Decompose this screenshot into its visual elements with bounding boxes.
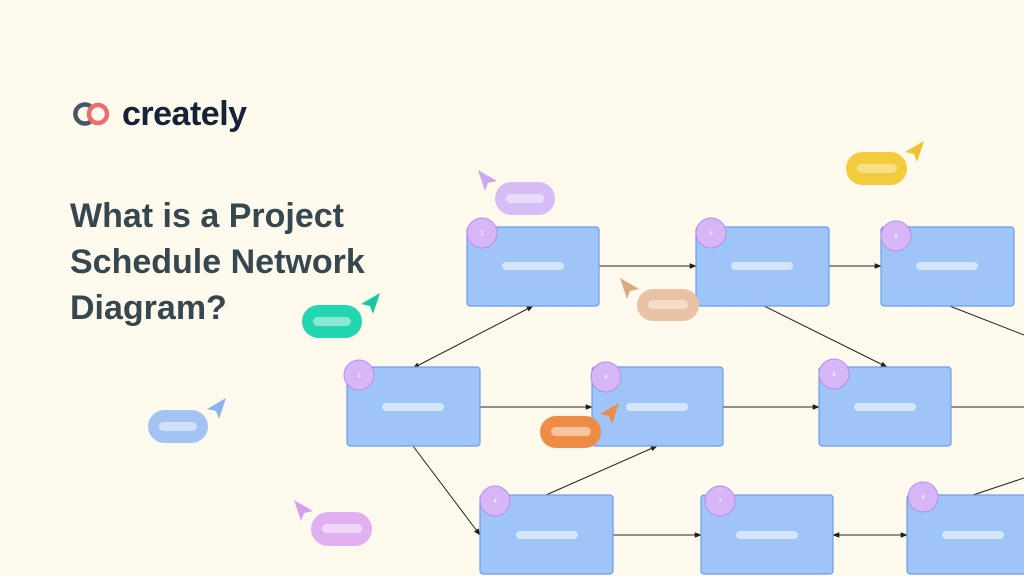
node-badge-number: 1 <box>357 373 361 379</box>
task-node-6[interactable]: 6 <box>818 358 952 447</box>
node-badge <box>704 485 736 517</box>
node-badge <box>818 358 850 390</box>
task-node-1[interactable]: 1 <box>343 359 481 447</box>
page-title-line-1: What is a Project <box>70 197 344 235</box>
node-label-placeholder <box>382 403 444 411</box>
cursor-peach <box>620 278 699 321</box>
node-badge-number: 9 <box>894 234 898 240</box>
cursor-pointer-icon <box>600 403 619 424</box>
node-label-placeholder <box>736 531 798 539</box>
node-label-placeholder <box>942 531 1004 539</box>
node-badge <box>466 217 498 249</box>
cursor-orange <box>540 403 619 448</box>
page-title-line-3: Diagram? <box>70 289 227 327</box>
task-node-2[interactable]: 2 <box>466 217 600 307</box>
cursor-teal <box>302 293 380 338</box>
node-badge <box>343 359 375 391</box>
node-label-placeholder <box>626 403 688 411</box>
cursor-pointer-icon <box>294 500 313 521</box>
brand-logo[interactable]: creately <box>70 96 247 132</box>
diagram-nodes: 1 2 4 4 5 <box>343 217 1024 575</box>
task-node-9[interactable]: 9 <box>880 220 1015 307</box>
node-badge <box>695 217 727 249</box>
task-node-3[interactable]: 4 <box>590 361 724 447</box>
cursor-pointer-icon <box>620 278 639 299</box>
creately-logo-icon <box>73 102 110 126</box>
node-badge-number: 4 <box>493 499 497 505</box>
page-title: What is a Project Schedule Network Diagr… <box>70 193 430 331</box>
cursor-pointer-icon <box>905 141 924 162</box>
cursor-lavender <box>478 170 555 215</box>
task-node-5[interactable]: 5 <box>695 217 830 307</box>
cursor-yellow <box>846 141 924 185</box>
task-node-4[interactable]: 4 <box>479 485 614 575</box>
task-node-7[interactable]: 7 <box>700 485 834 575</box>
node-badge-number: 6 <box>832 372 836 378</box>
node-badge-number: 8 <box>921 495 925 501</box>
edge-4-to-3[interactable] <box>545 445 658 496</box>
collaborator-cursors <box>148 141 924 546</box>
cursor-blue <box>148 398 226 443</box>
node-label-placeholder <box>916 262 978 270</box>
edge-2-to-1[interactable] <box>412 305 534 369</box>
node-badge <box>880 220 912 252</box>
node-badge <box>479 485 511 517</box>
node-badge-number: 7 <box>718 499 722 505</box>
node-badge <box>590 361 622 393</box>
node-badge-number: 5 <box>709 231 713 237</box>
node-label-placeholder <box>516 531 578 539</box>
task-node-8[interactable]: 8 <box>906 481 1024 575</box>
cursor-violet <box>294 500 372 546</box>
node-label-placeholder <box>854 403 916 411</box>
brand-name: creately <box>122 95 247 133</box>
page-title-line-2: Schedule Network <box>70 243 365 281</box>
node-badge <box>907 481 939 513</box>
node-label-placeholder <box>502 262 564 270</box>
edge-9-offscreen[interactable] <box>946 304 1024 336</box>
cursor-pointer-icon <box>207 398 226 419</box>
cursor-pointer-icon <box>478 170 497 191</box>
edge-1-to-4[interactable] <box>412 445 481 536</box>
diagram-edges <box>412 263 1024 538</box>
node-label-placeholder <box>731 262 793 270</box>
edge-5-to-6[interactable] <box>761 304 888 368</box>
edge-8-offscreen[interactable] <box>972 477 1024 496</box>
node-badge-number: 2 <box>480 231 484 237</box>
cursor-pointer-icon <box>361 293 380 314</box>
node-badge-number: 4 <box>604 375 608 381</box>
